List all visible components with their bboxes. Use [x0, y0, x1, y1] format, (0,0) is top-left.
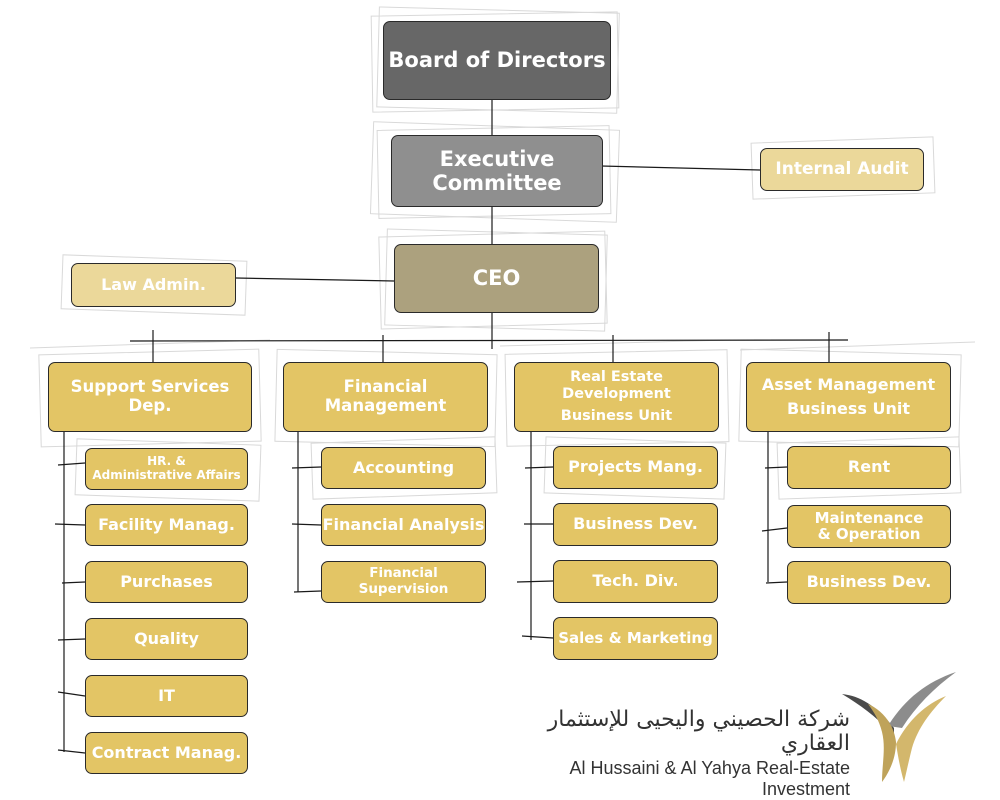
department-label-line: Business Unit: [787, 398, 910, 418]
sub-unit-label-line: Projects Mang.: [568, 457, 703, 477]
sub-unit-label-line: Rent: [847, 457, 891, 477]
sub-unit-box: IT: [85, 675, 248, 717]
sub-unit-label-line: Tech. Div.: [592, 571, 679, 591]
sub-unit-label-line: Financial Analysis: [322, 514, 485, 534]
department-label-line: Real Estate Development: [562, 369, 671, 403]
executive-committee-line2: Committee: [432, 171, 562, 195]
law-admin-box: Law Admin.: [71, 263, 236, 307]
company-logo-icon: [842, 672, 956, 782]
sub-unit-box: Financial Supervision: [321, 561, 486, 603]
sub-unit-label-line: Sales & Marketing: [558, 628, 713, 647]
sub-unit-box: Tech. Div.: [553, 560, 718, 603]
sub-unit-box: Purchases: [85, 561, 248, 603]
ceo-box: CEO: [394, 244, 599, 313]
ceo-label: CEO: [472, 266, 521, 291]
board-of-directors-box: Board of Directors: [383, 21, 611, 100]
sub-unit-box: Rent: [787, 446, 951, 489]
sub-unit-label-line: Administrative Affairs: [92, 468, 241, 482]
company-brand: شركة الحصيني واليحيى للإستثمار العقاري A…: [480, 707, 850, 800]
sub-unit-label-line: Quality: [134, 628, 199, 648]
sub-unit-box: Quality: [85, 618, 248, 660]
sub-unit-label-line: Accounting: [352, 457, 455, 477]
department-box: Financial Management: [283, 362, 488, 432]
executive-committee-line1: Executive: [439, 146, 555, 171]
sub-unit-label-line: Business Dev.: [806, 572, 932, 592]
sub-unit-box: Business Dev.: [787, 561, 951, 604]
company-name-arabic: شركة الحصيني واليحيى للإستثمار العقاري: [547, 707, 850, 757]
sub-unit-label-line: Contract Manag.: [91, 742, 242, 762]
internal-audit-label: Internal Audit: [775, 158, 909, 179]
sub-unit-label-line: Purchases: [120, 571, 213, 591]
law-admin-label: Law Admin.: [101, 274, 206, 294]
sub-unit-label-line: HR. &: [147, 454, 186, 469]
sub-unit-box: Accounting: [321, 447, 486, 489]
sketch-guides: [29, 6, 976, 502]
department-label-line: Asset Management: [761, 375, 936, 395]
department-label-line: Support Services Dep.: [70, 377, 230, 415]
sub-unit-box: HR. & Administrative Affairs: [85, 448, 248, 490]
department-box: Real Estate Development Business Unit: [514, 362, 719, 432]
sub-unit-label-line: Maintenance: [814, 508, 924, 527]
connector-lines: [54, 100, 849, 754]
sub-unit-box: Sales & Marketing: [553, 617, 718, 660]
department-label-line: Business Unit: [560, 407, 673, 424]
sub-unit-label-line: & Operation: [817, 524, 921, 543]
sub-unit-box: Business Dev.: [553, 503, 718, 546]
department-box: Support Services Dep.: [48, 362, 252, 432]
executive-committee-box: Executive Committee: [391, 135, 603, 207]
internal-audit-box: Internal Audit: [760, 148, 924, 191]
board-of-directors-label: Board of Directors: [388, 48, 606, 73]
sub-unit-box: Maintenance & Operation: [787, 505, 951, 548]
sub-unit-box: Projects Mang.: [553, 446, 718, 489]
sub-unit-label-line: IT: [158, 685, 175, 705]
sub-unit-box: Financial Analysis: [321, 504, 486, 546]
sub-unit-box: Contract Manag.: [85, 732, 248, 774]
company-name-english: Al Hussaini & Al Yahya Real-Estate Inves…: [569, 758, 850, 800]
sub-unit-label-line: Facility Manag.: [98, 514, 235, 534]
sub-unit-label-line: Business Dev.: [573, 514, 698, 534]
sub-unit-label-line: Financial Supervision: [358, 565, 449, 597]
department-box: Asset Management Business Unit: [746, 362, 951, 432]
sub-unit-box: Facility Manag.: [85, 504, 248, 546]
department-label-line: Financial Management: [324, 377, 447, 415]
